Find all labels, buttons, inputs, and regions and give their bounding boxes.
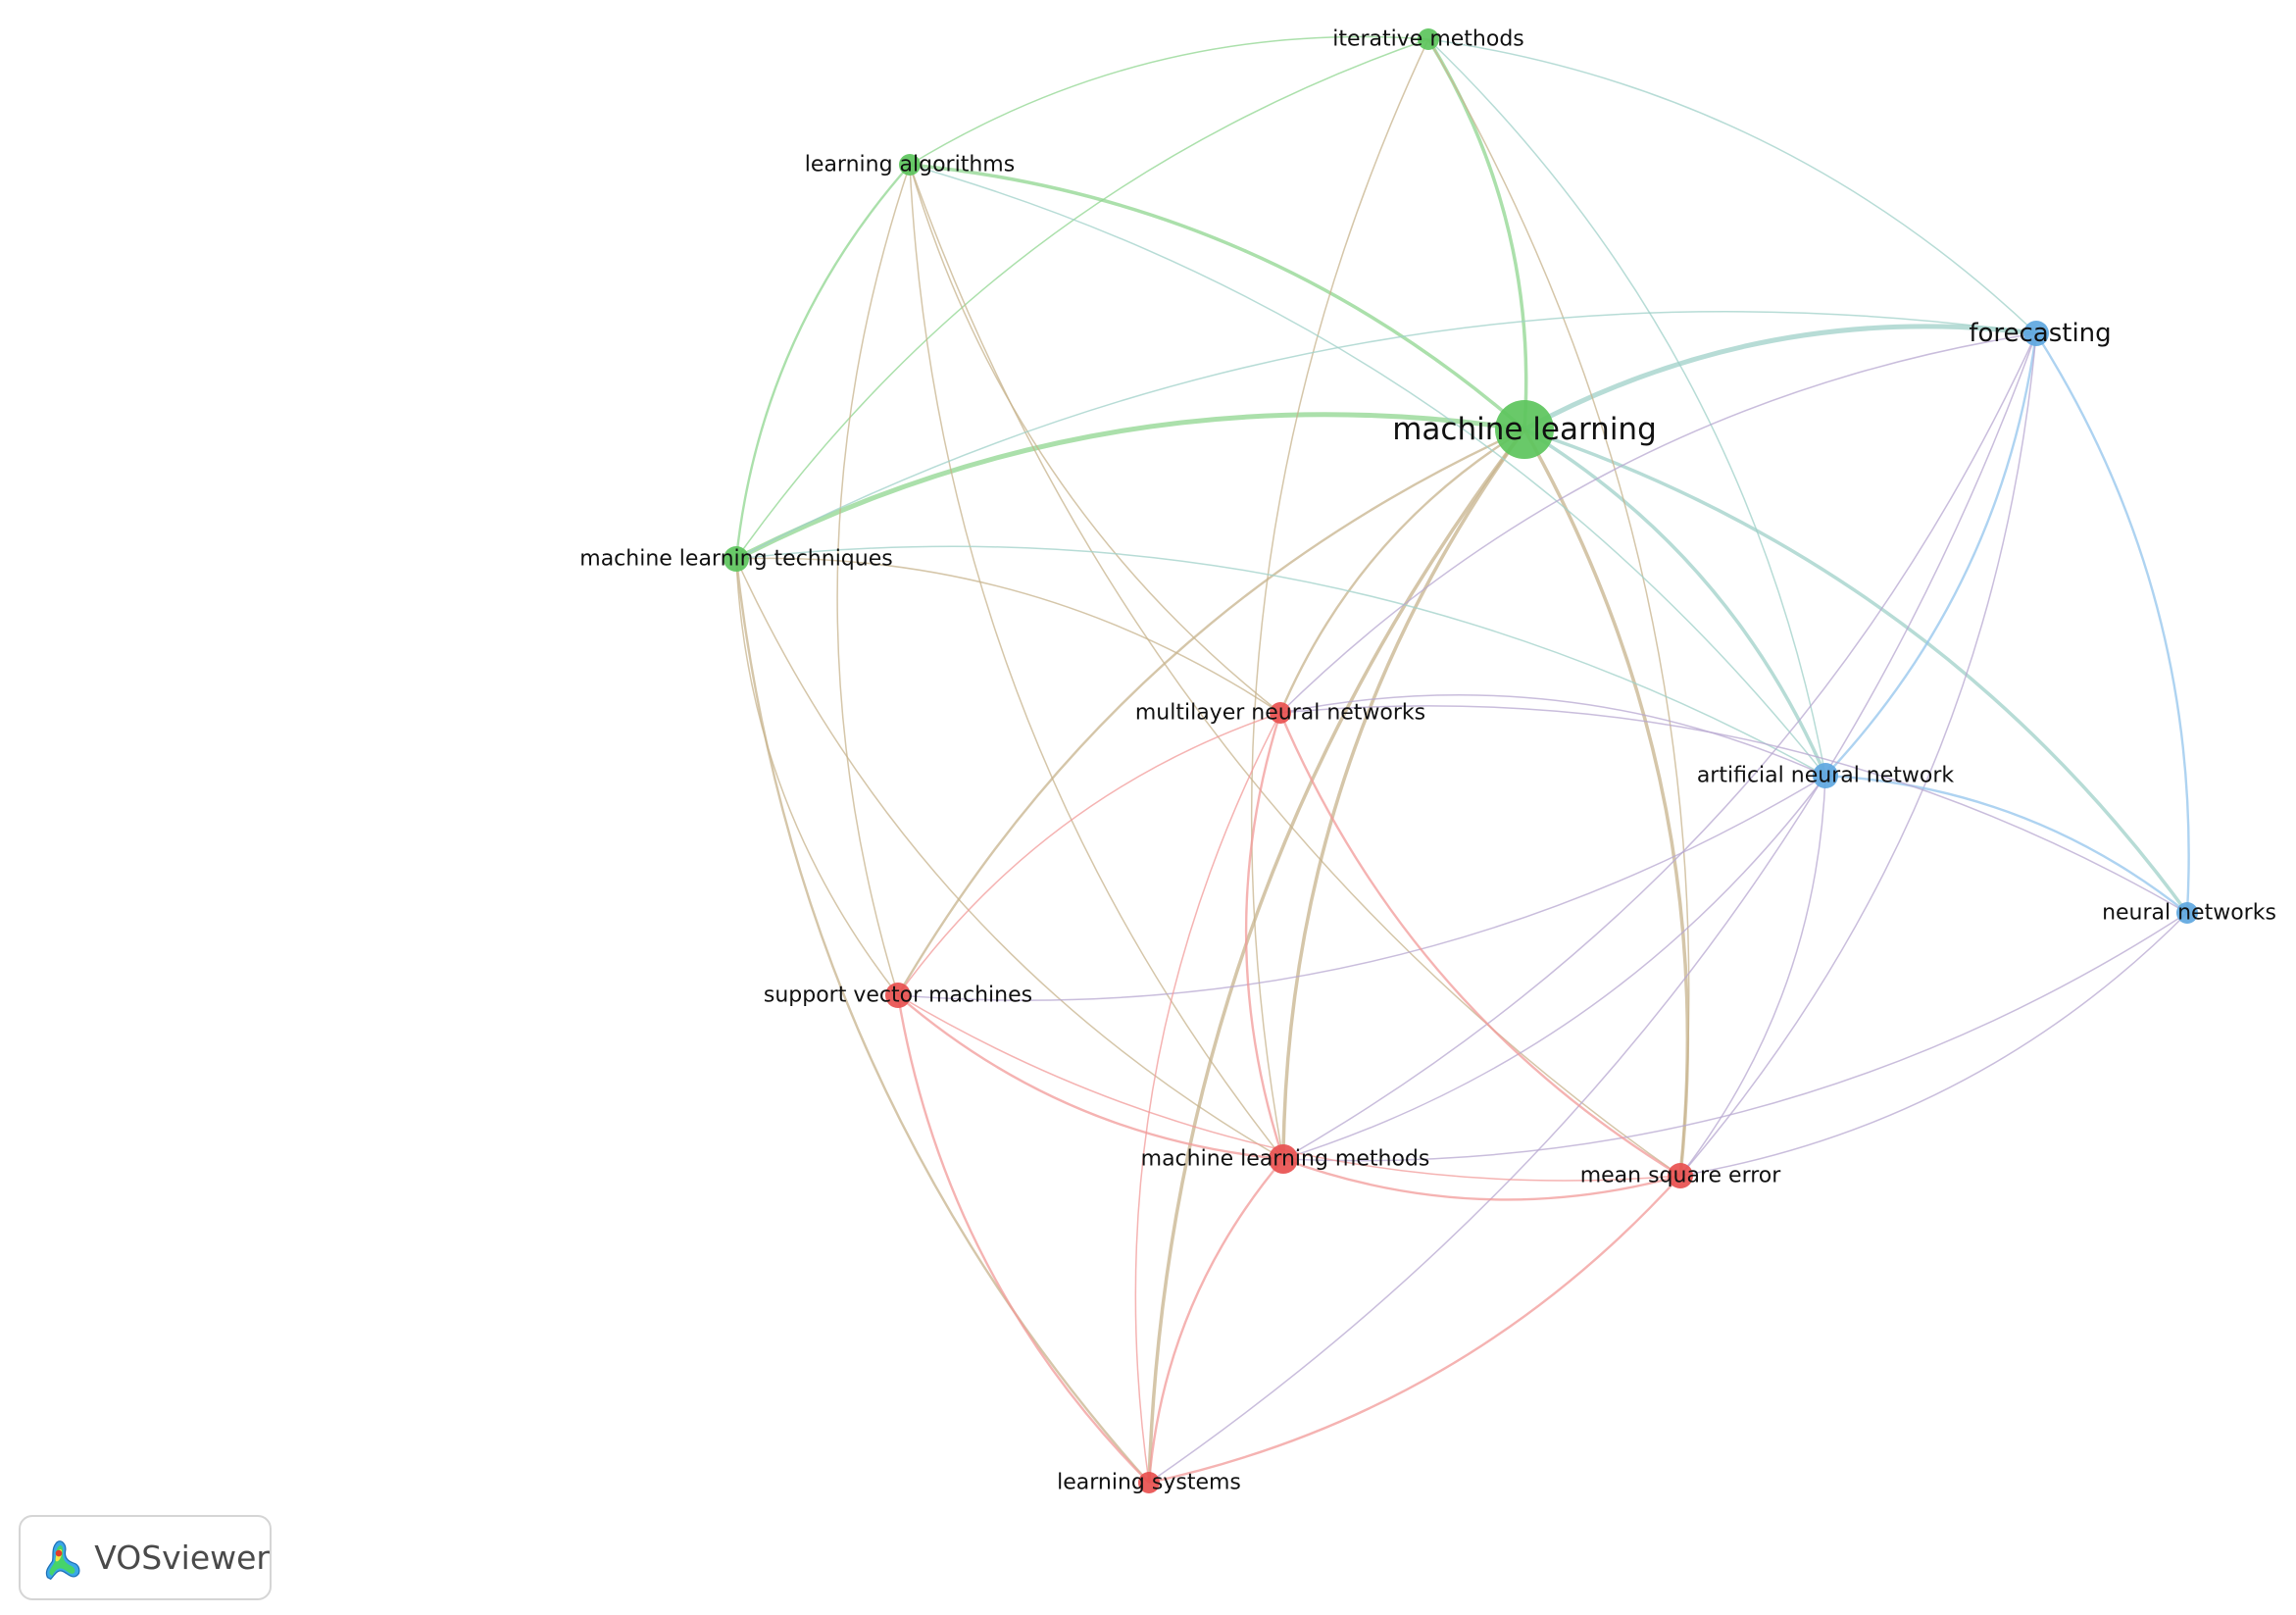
node-neural-networks[interactable] xyxy=(2176,902,2198,924)
link-iterative_methods-forecasting xyxy=(1427,38,2037,334)
vosviewer-badge: VOSviewer xyxy=(19,1515,272,1600)
node-label-svm: support vector machines xyxy=(764,984,1032,1008)
link-machine_learning-learning_algorithms xyxy=(909,163,1526,431)
node-label-machine-learning: machine learning xyxy=(1392,412,1657,447)
link-learning_algorithms-mse xyxy=(909,164,1681,1177)
link-mse-learning_systems xyxy=(1148,1175,1681,1485)
node-machine-learning[interactable] xyxy=(1495,400,1554,459)
node-ann[interactable] xyxy=(1813,763,1838,788)
node-label-forecasting: forecasting xyxy=(1969,319,2111,348)
link-layer xyxy=(734,35,2190,1485)
link-multilayer_nn-learning_systems xyxy=(1134,712,1281,1484)
link-svm-ml_methods xyxy=(897,994,1284,1161)
link-ann-mse xyxy=(1679,775,1826,1177)
brand-name: VOSviewer xyxy=(94,1539,270,1577)
node-label-learning-algorithms: learning algorithms xyxy=(805,153,1015,177)
link-ml_techniques-forecasting xyxy=(735,311,2037,560)
link-machine_learning-ann xyxy=(1523,428,1827,777)
node-learning-algorithms[interactable] xyxy=(899,154,921,176)
node-label-ml-methods: machine learning methods xyxy=(1141,1147,1430,1172)
link-ml_techniques-learning_systems xyxy=(734,558,1150,1484)
link-learning_algorithms-ann xyxy=(909,164,1826,777)
node-iterative-methods[interactable] xyxy=(1418,28,1439,50)
link-forecasting-ann xyxy=(1824,332,2038,777)
link-forecasting-multilayer_nn xyxy=(1279,332,2037,714)
link-neural_networks-mse xyxy=(1679,912,2188,1177)
link-ann-multilayer_nn xyxy=(1279,694,1826,777)
link-iterative_methods-mse xyxy=(1427,38,1690,1177)
link-multilayer_nn-svm xyxy=(897,712,1281,996)
link-ml_methods-learning_systems xyxy=(1147,1158,1284,1484)
node-svm[interactable] xyxy=(885,983,911,1008)
link-ml_techniques-ann xyxy=(735,545,1826,777)
link-multilayer_nn-mse xyxy=(1278,712,1681,1178)
link-iterative_methods-ml_methods xyxy=(1250,38,1429,1160)
node-label-learning-systems: learning systems xyxy=(1057,1471,1241,1495)
node-label-multilayer-nn: multilayer neural networks xyxy=(1135,701,1425,726)
label-layer: machine learning iterative methods learnin… xyxy=(579,27,2276,1495)
node-label-neural-networks: neural networks xyxy=(2102,901,2276,926)
link-machine_learning-learning_systems xyxy=(1147,428,1526,1484)
node-layer xyxy=(724,28,2198,1493)
link-machine_learning-iterative_methods xyxy=(1426,38,1528,430)
link-forecasting-learning_systems xyxy=(1148,332,2037,1484)
link-learning_algorithms-ml_methods xyxy=(909,164,1284,1160)
link-ml_methods-mse xyxy=(1282,1157,1681,1201)
vosviewer-logo-icon xyxy=(45,1539,80,1580)
link-learning_algorithms-multilayer_nn xyxy=(909,164,1281,714)
link-iterative_methods-ml_techniques xyxy=(735,38,1429,560)
link-machine_learning-ml_techniques xyxy=(734,412,1525,562)
link-machine_learning-mse xyxy=(1522,429,1690,1177)
link-ann-ml_methods xyxy=(1282,775,1826,1160)
link-neural_networks-multilayer_nn xyxy=(1279,705,2188,914)
link-learning_algorithms-svm xyxy=(836,164,911,996)
node-label-ann: artificial neural network xyxy=(1697,764,1955,788)
link-machine_learning-svm xyxy=(896,428,1525,996)
link-forecasting-neural_networks xyxy=(2034,332,2190,914)
link-svm-learning_systems xyxy=(896,994,1150,1484)
link-ann-svm xyxy=(897,775,1826,1001)
node-ml-methods[interactable] xyxy=(1269,1144,1298,1174)
link-forecasting-mse xyxy=(1679,332,2037,1177)
node-ml-techniques[interactable] xyxy=(724,546,749,572)
link-iterative_methods-learning_algorithms xyxy=(909,35,1429,166)
node-label-mse: mean square error xyxy=(1580,1164,1782,1188)
link-ann-neural_networks xyxy=(1824,774,2188,914)
link-ml_techniques-multilayer_nn xyxy=(735,557,1281,714)
node-label-iterative-methods: iterative methods xyxy=(1332,27,1524,52)
node-forecasting[interactable] xyxy=(2023,321,2049,346)
node-mse[interactable] xyxy=(1668,1163,1693,1188)
node-learning-systems[interactable] xyxy=(1138,1472,1160,1493)
link-machine_learning-neural_networks xyxy=(1523,428,2189,915)
link-ml_techniques-ml_methods xyxy=(735,558,1284,1160)
link-multilayer_nn-ml_methods xyxy=(1244,712,1285,1160)
link-ml_techniques-svm xyxy=(735,558,899,996)
link-learning_algorithms-ml_techniques xyxy=(734,164,911,560)
link-neural_networks-ml_methods xyxy=(1282,912,2188,1162)
node-label-ml-techniques: machine learning techniques xyxy=(579,547,892,572)
link-machine_learning-ml_methods xyxy=(1281,428,1526,1160)
link-iterative_methods-ann xyxy=(1427,38,1826,777)
link-forecasting-ml_methods xyxy=(1282,332,2037,1160)
node-multilayer-nn[interactable] xyxy=(1270,702,1291,724)
link-machine_learning-multilayer_nn xyxy=(1278,428,1525,714)
